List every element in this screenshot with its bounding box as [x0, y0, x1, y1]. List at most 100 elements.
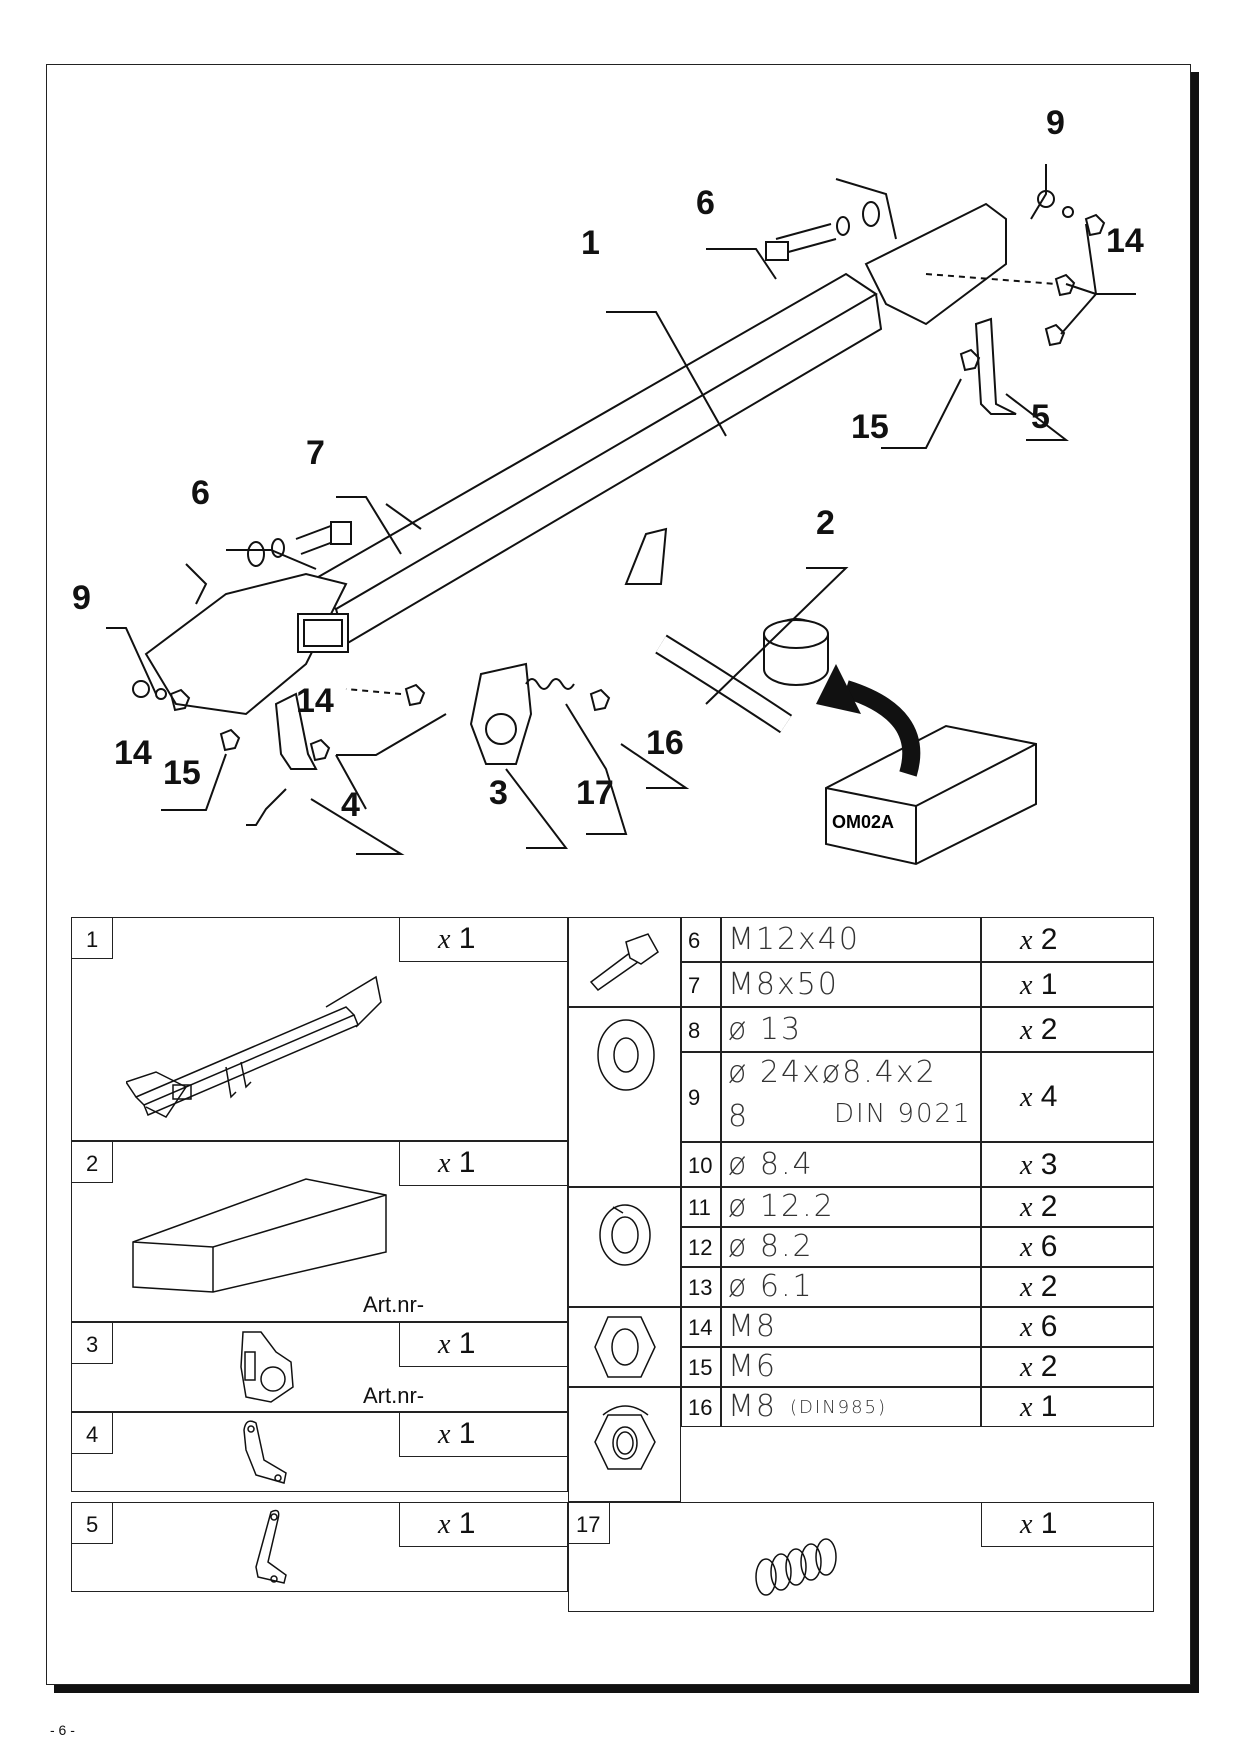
- spec-row-number-cell: 16: [681, 1387, 721, 1427]
- spec-row-qty-cell: x 3: [981, 1142, 1154, 1187]
- part-number: 17: [576, 1512, 601, 1537]
- page-number: - 6 -: [50, 1722, 75, 1738]
- spec-row-qty-cell: x 6: [981, 1227, 1154, 1267]
- part-quantity: x 2: [1020, 1350, 1058, 1383]
- part-spec: M8: [728, 1309, 777, 1344]
- part-number: 14: [688, 1315, 713, 1340]
- callout: 7: [306, 434, 325, 472]
- part-number: 8: [688, 1017, 701, 1043]
- part-spec: M6: [728, 1349, 777, 1384]
- part-quantity: x 2: [1020, 1270, 1058, 1303]
- part-number: 15: [688, 1355, 713, 1380]
- part-quantity: x 6: [1020, 1310, 1058, 1343]
- callout: 3: [489, 774, 508, 812]
- callout: 5: [1031, 398, 1050, 436]
- callout: 9: [72, 579, 91, 617]
- part-quantity: x 1: [1020, 1507, 1058, 1540]
- part-3-num-box: 3: [71, 1322, 113, 1364]
- part-spec: M8x50: [728, 966, 839, 1002]
- part-number: 3: [86, 1332, 99, 1357]
- part-spec: M12x40: [728, 921, 860, 957]
- part-quantity: x 1: [438, 1327, 476, 1360]
- part-number: 5: [86, 1512, 99, 1537]
- spec-row-qty-cell: x 2: [981, 1347, 1154, 1387]
- spec-row-spec-cell: ø 8.4: [721, 1142, 981, 1187]
- nut-icon-cell: [568, 1307, 681, 1387]
- part-5-qty-box: x 1: [399, 1502, 568, 1547]
- callout: 4: [341, 786, 360, 824]
- part-17-num-box: 17: [568, 1502, 610, 1544]
- spec-row-number-cell: 15: [681, 1347, 721, 1387]
- callout: 1: [581, 224, 600, 262]
- part-quantity: x 2: [1020, 922, 1058, 956]
- callout: 9: [1046, 104, 1065, 142]
- part-quantity: x 1: [1020, 1390, 1058, 1423]
- part-quantity: x 2: [1020, 1012, 1058, 1046]
- callout: 2: [816, 504, 835, 542]
- spec-row-spec-cell: M12x40: [721, 917, 981, 962]
- spec-row-number-cell: 14: [681, 1307, 721, 1347]
- part-spec: ø 12.2: [728, 1189, 835, 1224]
- part-quantity: x 4: [1020, 1080, 1058, 1113]
- part-2-num-box: 2: [71, 1141, 113, 1183]
- part-number: 4: [86, 1422, 99, 1447]
- package-box-icon: [132, 1178, 387, 1293]
- assembly-drawing: OM02A 9 6 14 1 15 5 7 6 2 9 14 14 15 16 …: [72, 104, 1144, 866]
- part-quantity: x 1: [438, 1146, 476, 1179]
- spec-row-number-cell: 12: [681, 1227, 721, 1267]
- callout: 6: [191, 474, 210, 512]
- towbar-frame-icon: [126, 975, 382, 1118]
- spec-row-number-cell: 7: [681, 962, 721, 1007]
- callout: 6: [696, 184, 715, 222]
- spec-row-qty-cell: x 4: [981, 1052, 1154, 1142]
- part-number: 10: [688, 1152, 713, 1178]
- part-17-qty-box: x 1: [981, 1502, 1154, 1547]
- part-quantity: x 1: [438, 1507, 476, 1540]
- part-spec: ø 6.1: [728, 1269, 814, 1304]
- washer-icon: [597, 1019, 655, 1091]
- part-quantity: x 1: [1020, 967, 1058, 1001]
- spec-row-spec-cell: M8x50: [721, 962, 981, 1007]
- part-number: 12: [688, 1235, 713, 1260]
- part-spec-line2: 8: [728, 1099, 750, 1134]
- part-spec: ø 24xø8.4x2: [728, 1055, 937, 1090]
- spec-row-spec-cell: ø 6.1: [721, 1267, 981, 1307]
- part-4-num-box: 4: [71, 1412, 113, 1454]
- part-number: 6: [688, 927, 701, 953]
- callout: 15: [163, 754, 201, 792]
- spec-row-number-cell: 11: [681, 1187, 721, 1227]
- part-number: 11: [688, 1195, 711, 1220]
- part-3-qty-box: x 1: [399, 1322, 568, 1367]
- spring-icon: [755, 1538, 837, 1596]
- spec-row-spec-cell: M8: [721, 1307, 981, 1347]
- part-quantity: x 1: [438, 922, 476, 955]
- part-quantity: x 6: [1020, 1230, 1058, 1263]
- spec-row-qty-cell: x 2: [981, 1187, 1154, 1227]
- part-1-qty-box: x 1: [399, 917, 568, 962]
- nut-icon: [594, 1316, 656, 1378]
- part-number: 16: [688, 1395, 713, 1420]
- part-quantity: x 2: [1020, 1190, 1058, 1223]
- part-number: 9: [688, 1085, 701, 1110]
- spec-row-spec-cell: ø 13: [721, 1007, 981, 1052]
- spec-row-qty-cell: x 6: [981, 1307, 1154, 1347]
- callout: 17: [576, 774, 614, 812]
- part-2-qty-box: x 1: [399, 1141, 568, 1186]
- part-spec: M8: [728, 1389, 777, 1424]
- part-spec-standard: DIN 9021: [834, 1099, 972, 1129]
- spec-row-qty-cell: x 1: [981, 1387, 1154, 1427]
- bracket-icon: [243, 1420, 287, 1484]
- spec-row-number-cell: 9: [681, 1052, 721, 1142]
- spec-row-spec-cell: ø 8.2: [721, 1227, 981, 1267]
- spring-washer-icon-cell: [568, 1187, 681, 1307]
- part-quantity: x 1: [438, 1417, 476, 1450]
- part-spec-standard: (DIN985): [790, 1397, 888, 1418]
- part-quantity: x 3: [1020, 1147, 1058, 1181]
- callout: 16: [646, 724, 684, 762]
- part-number: 2: [86, 1151, 99, 1176]
- part-spec: ø 8.2: [728, 1229, 814, 1264]
- spec-row-qty-cell: x 2: [981, 1007, 1154, 1052]
- washer-icon-cell: [568, 1007, 681, 1187]
- bracket-icon: [255, 1509, 287, 1584]
- spec-row-spec-cell: ø 12.2: [721, 1187, 981, 1227]
